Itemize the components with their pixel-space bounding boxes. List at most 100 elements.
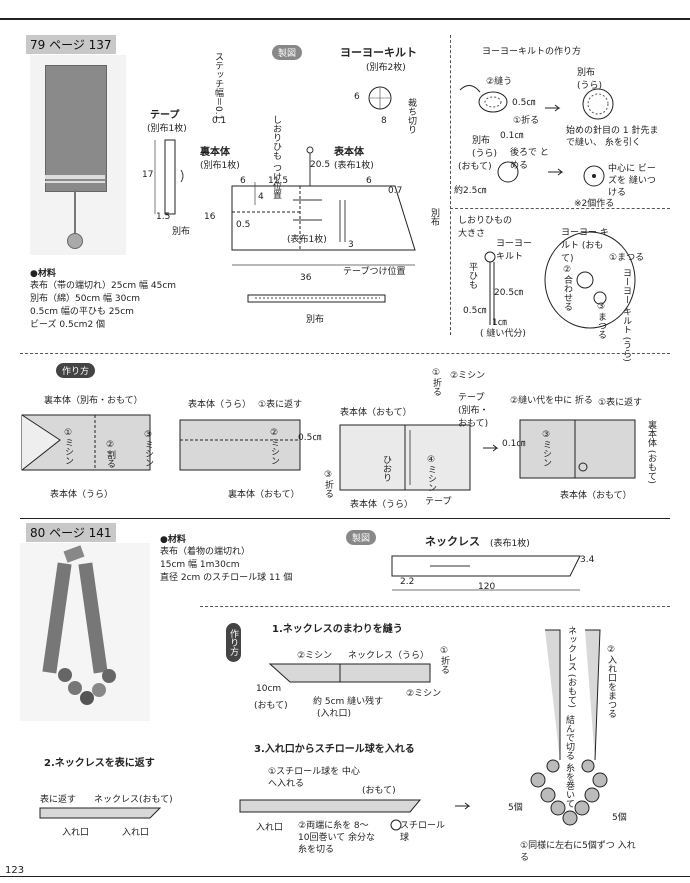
necklace-sub: (表布1枚) <box>490 539 530 549</box>
mat79-line: 表布（帯の端切れ）25cm 幅 45cm <box>30 281 177 291</box>
dim-6a: 6 <box>240 176 246 186</box>
r-omote: ネックレス (おもて) <box>566 626 576 708</box>
a-mishin: ①ミシン <box>63 428 73 465</box>
c-hiori: ひおり <box>381 455 391 482</box>
mat80-line: 直径 2cm のスチロール球 11 個 <box>160 573 293 583</box>
c-oru: ③折る <box>323 470 333 498</box>
dim-05: 0.5 <box>236 220 251 230</box>
mat80-line: 表布（着物の端切れ） <box>160 547 251 557</box>
betsununo-b: 別布 <box>306 315 325 325</box>
yoyo-cut: 裁ち切り <box>406 98 416 134</box>
s1-ura: ネックレス（うら） <box>348 651 430 661</box>
r-5b: 5個 <box>612 813 627 823</box>
r-ito: 結んで切る 糸を巻いて <box>564 715 574 808</box>
divider-h <box>450 208 670 209</box>
stitch-width: ステッチ幅＝0.1 <box>213 52 223 121</box>
s2-omote: ネックレス(おもて) <box>94 795 173 805</box>
dim-6b: 6 <box>366 176 372 186</box>
section80-rule <box>20 518 670 519</box>
dim-36: 36 <box>300 273 312 283</box>
step-01cm: 0.1㎝ <box>500 131 524 141</box>
yoyo-sub: (別布2枚) <box>366 63 406 73</box>
d-oru: ①折る <box>431 368 441 396</box>
shiori-pos: しおりひも つけ位置 <box>271 115 281 199</box>
s3-styro: スチロール 球 <box>400 821 446 843</box>
b-kaesu: ①表に返す <box>258 400 303 410</box>
b-05: 0.5㎝ <box>298 433 322 443</box>
dim-3: 3 <box>348 240 354 250</box>
yoyo-howto: ヨーヨーキルトの作り方 <box>482 47 582 57</box>
s1-oru: ①折る <box>439 646 449 674</box>
step-ushiro: 後ろで とめる <box>510 148 549 171</box>
yoyo-dim-6: 6 <box>354 92 360 102</box>
ura-title: 裏本体 <box>200 147 230 158</box>
top-rule <box>0 18 690 20</box>
shiori-hira: 平ひも <box>467 262 477 289</box>
e-kaesu: ①表に返す <box>598 398 643 408</box>
c-tape: テープ <box>425 497 452 507</box>
step-05cm: 0.5㎝ <box>512 98 536 108</box>
omote-title: 表本体 <box>334 147 364 158</box>
s3-ire: 入れ口 <box>256 823 284 833</box>
step-two: ※2個作る <box>574 199 615 209</box>
shiori-yoyo: ヨーヨー キルト <box>496 239 533 262</box>
c-mishin: ④ミシン <box>426 455 436 492</box>
step-hajime: 始めの針目の 1 針先まで縫い、 糸を引く <box>566 126 659 148</box>
step-chushin: 中心に ビーズを 縫いつける <box>608 164 656 198</box>
step-betsu-ura2: 別布 (うら) <box>577 68 603 91</box>
a-mishin3: ③ミシン <box>143 430 153 467</box>
materials80-list: 表布（着物の端切れ） 15cm 幅 1m30cm 直径 2cm のスチロール球 11… <box>160 546 292 585</box>
step3-title: 3.入れ口からスチロール球を入れる <box>254 744 415 755</box>
materials79-head: ●材料 <box>30 269 56 279</box>
e-ura: 裏本体 (おもて) <box>646 420 656 484</box>
mat79-line: ビーズ 0.5cm2 個 <box>30 320 106 330</box>
step2-title: 2.ネックレスを表に返す <box>44 758 155 769</box>
dim-4: 4 <box>258 192 264 202</box>
d-mishin: ②ミシン <box>450 371 486 381</box>
s2-ire1: 入れ口 <box>62 828 90 838</box>
yoyo-dim-8: 8 <box>381 116 387 126</box>
b-top: 表本体（うら） <box>188 400 252 410</box>
seizu-pill-79: 製図 <box>272 45 303 60</box>
e-nuishiro: ②縫い代を中に 折る <box>510 396 593 406</box>
bookmark-pouch-photo <box>30 55 126 255</box>
bottom-rule <box>0 876 690 877</box>
mat79-line: 別布（綿）50cm 幅 30cm <box>30 294 141 304</box>
omote-sub: (表布1枚) <box>334 161 374 171</box>
r-bottom: ①同様に左右に5個ずつ 入れる <box>520 841 636 863</box>
s3-omote: (おもて) <box>362 786 396 796</box>
dim-17: 17 <box>142 170 154 180</box>
a-bottom: 表本体（うら） <box>50 490 114 500</box>
s2-kaesu: 表に返す <box>40 795 77 805</box>
r-5a: 5個 <box>508 803 523 813</box>
e-bottom: 表本体（おもて） <box>560 491 632 501</box>
step-nuu: ②縫う <box>486 77 513 87</box>
divider-80 <box>200 606 670 607</box>
mat80-line: 15cm 幅 1m30cm <box>160 560 240 570</box>
shiori-nuishiro: ( 縫い代分) <box>480 329 526 339</box>
dim-115: 11.5 <box>268 176 289 186</box>
shiori-205: 20.5㎝ <box>494 288 524 298</box>
e-01: 0.1㎝ <box>502 439 526 449</box>
divider-mid <box>20 353 670 354</box>
c-top: 表本体（おもて） <box>340 408 412 418</box>
step-oru: ①折る <box>513 116 540 126</box>
a-waru: ②割る <box>105 440 115 468</box>
shiori-awaseru: ②合わせる <box>562 265 572 311</box>
r-matsuru: ②入れ口をまつる <box>606 645 616 718</box>
step-omote: (おもて) <box>458 162 492 172</box>
dim-01: 0.1 <box>212 116 227 126</box>
dim-205: 20.5 <box>310 160 331 170</box>
s1-omote: (おもて) <box>254 701 288 711</box>
c-bottom: 表本体（うら） <box>350 500 414 510</box>
tape-sub: (別布1枚) <box>147 124 187 134</box>
shiori-matsuru1: ①まつる <box>609 253 645 263</box>
shiori-1: 1㎝ <box>492 318 507 328</box>
section80-header: 80 ページ 141 <box>26 523 116 542</box>
dim-16: 16 <box>204 212 216 222</box>
s1-ireguchi: (入れ口) <box>317 709 352 719</box>
d-tape: テープ (別布・おもて) <box>458 393 489 429</box>
shiori-title: しおりひもの 大きさ <box>458 216 513 239</box>
e-mishin: ③ミシン <box>541 430 551 467</box>
